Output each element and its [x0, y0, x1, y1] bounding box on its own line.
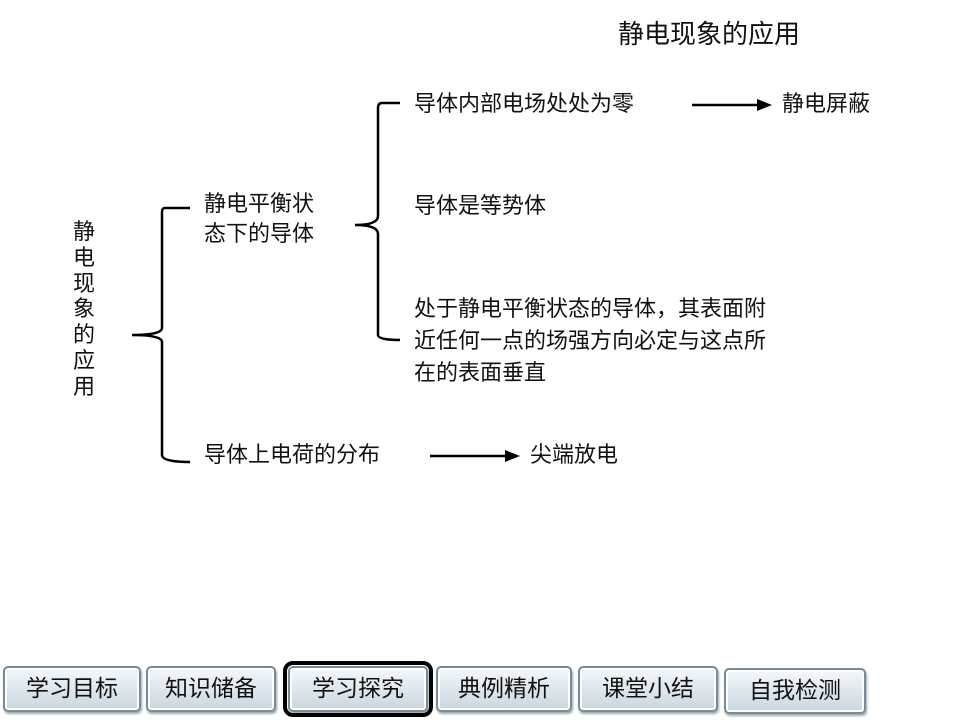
nav-class-summary[interactable]: 课堂小结 [578, 666, 718, 712]
nav-example-analysis[interactable]: 典例精析 [436, 666, 572, 712]
nav-learning-explore[interactable]: 学习探究 [283, 661, 433, 717]
item-equipotential: 导体是等势体 [414, 194, 547, 219]
branch2-label: 导体上电荷的分布 [204, 443, 381, 468]
root-label: 静电现象的应用 [72, 220, 95, 400]
item-surface-line2: 近任何一点的场强方向必定与这点所 [414, 329, 767, 354]
item-surface-line3: 在的表面垂直 [414, 361, 547, 386]
branch1-label-line1: 静电平衡状 [204, 192, 315, 217]
arrow-head-2 [505, 450, 520, 462]
item-field-zero: 导体内部电场处处为零 [414, 92, 635, 117]
item-static-shielding: 静电屏蔽 [782, 92, 871, 117]
item-point-discharge: 尖端放电 [530, 443, 619, 468]
branch1-label-line2: 态下的导体 [204, 222, 315, 247]
outer-brace [131, 206, 191, 464]
nav-self-check[interactable]: 自我检测 [724, 668, 866, 714]
arrow-head-1 [757, 99, 772, 111]
page-title: 静电现象的应用 [618, 20, 801, 50]
nav-learning-goals[interactable]: 学习目标 [3, 666, 141, 712]
bottom-nav: 学习目标 知识储备 学习探究 典例精析 课堂小结 自我检测 [0, 660, 960, 720]
inner-brace [354, 101, 401, 342]
item-surface-line1: 处于静电平衡状态的导体，其表面附 [414, 297, 767, 322]
nav-knowledge-prep[interactable]: 知识储备 [146, 666, 276, 712]
brace-connectors [131, 99, 772, 464]
